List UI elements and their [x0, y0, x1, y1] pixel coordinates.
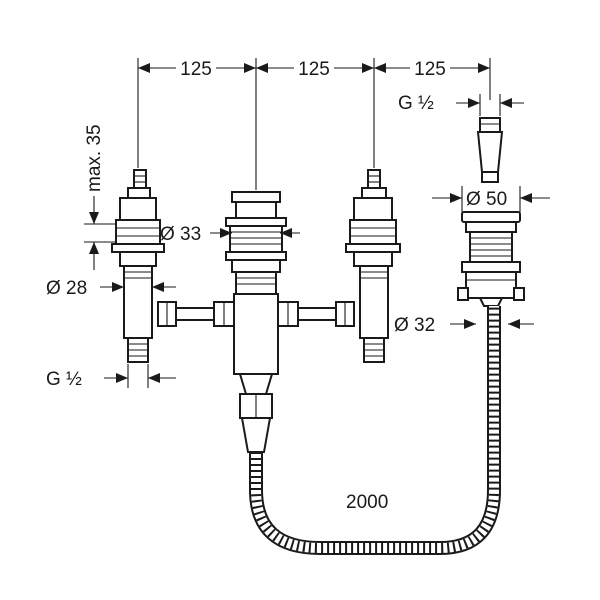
spout-fitting: [476, 117, 504, 183]
connector-pipes: [157, 301, 355, 327]
top-dimension-chain: 125 125 125: [137, 58, 491, 190]
spout-thread-dimension: G ½: [398, 93, 524, 116]
inlet-thread-label: G ½: [46, 369, 82, 390]
inlet-thread-dimension: G ½: [46, 364, 176, 390]
valve-diameter-label: Ø 33: [160, 224, 201, 245]
max-depth-label: max. 35: [84, 124, 105, 192]
max-depth-dimension: max. 35: [84, 124, 130, 270]
left-valve: [111, 169, 165, 363]
spacing-label-1: 125: [180, 59, 212, 80]
spout-thread-label: G ½: [398, 93, 434, 114]
right-valve: [345, 169, 401, 363]
spout-body: [457, 211, 525, 307]
spout-diameter-dimension: Ø 50: [432, 186, 550, 212]
valve-diameter-dimension: Ø 33: [160, 224, 300, 245]
spacing-label-3: 125: [414, 59, 446, 80]
hose-length-label: 2000: [346, 492, 388, 513]
spout-body-diameter-label: Ø 32: [394, 315, 435, 336]
spout-diameter-label: Ø 50: [466, 189, 507, 210]
spacing-label-2: 125: [298, 59, 330, 80]
spout-body-diameter-dimension: Ø 32: [394, 315, 534, 336]
braided-hose: [249, 306, 501, 555]
body-diameter-label: Ø 28: [46, 278, 87, 299]
body-diameter-dimension: Ø 28: [46, 278, 176, 299]
center-mixer-body: [225, 191, 287, 453]
